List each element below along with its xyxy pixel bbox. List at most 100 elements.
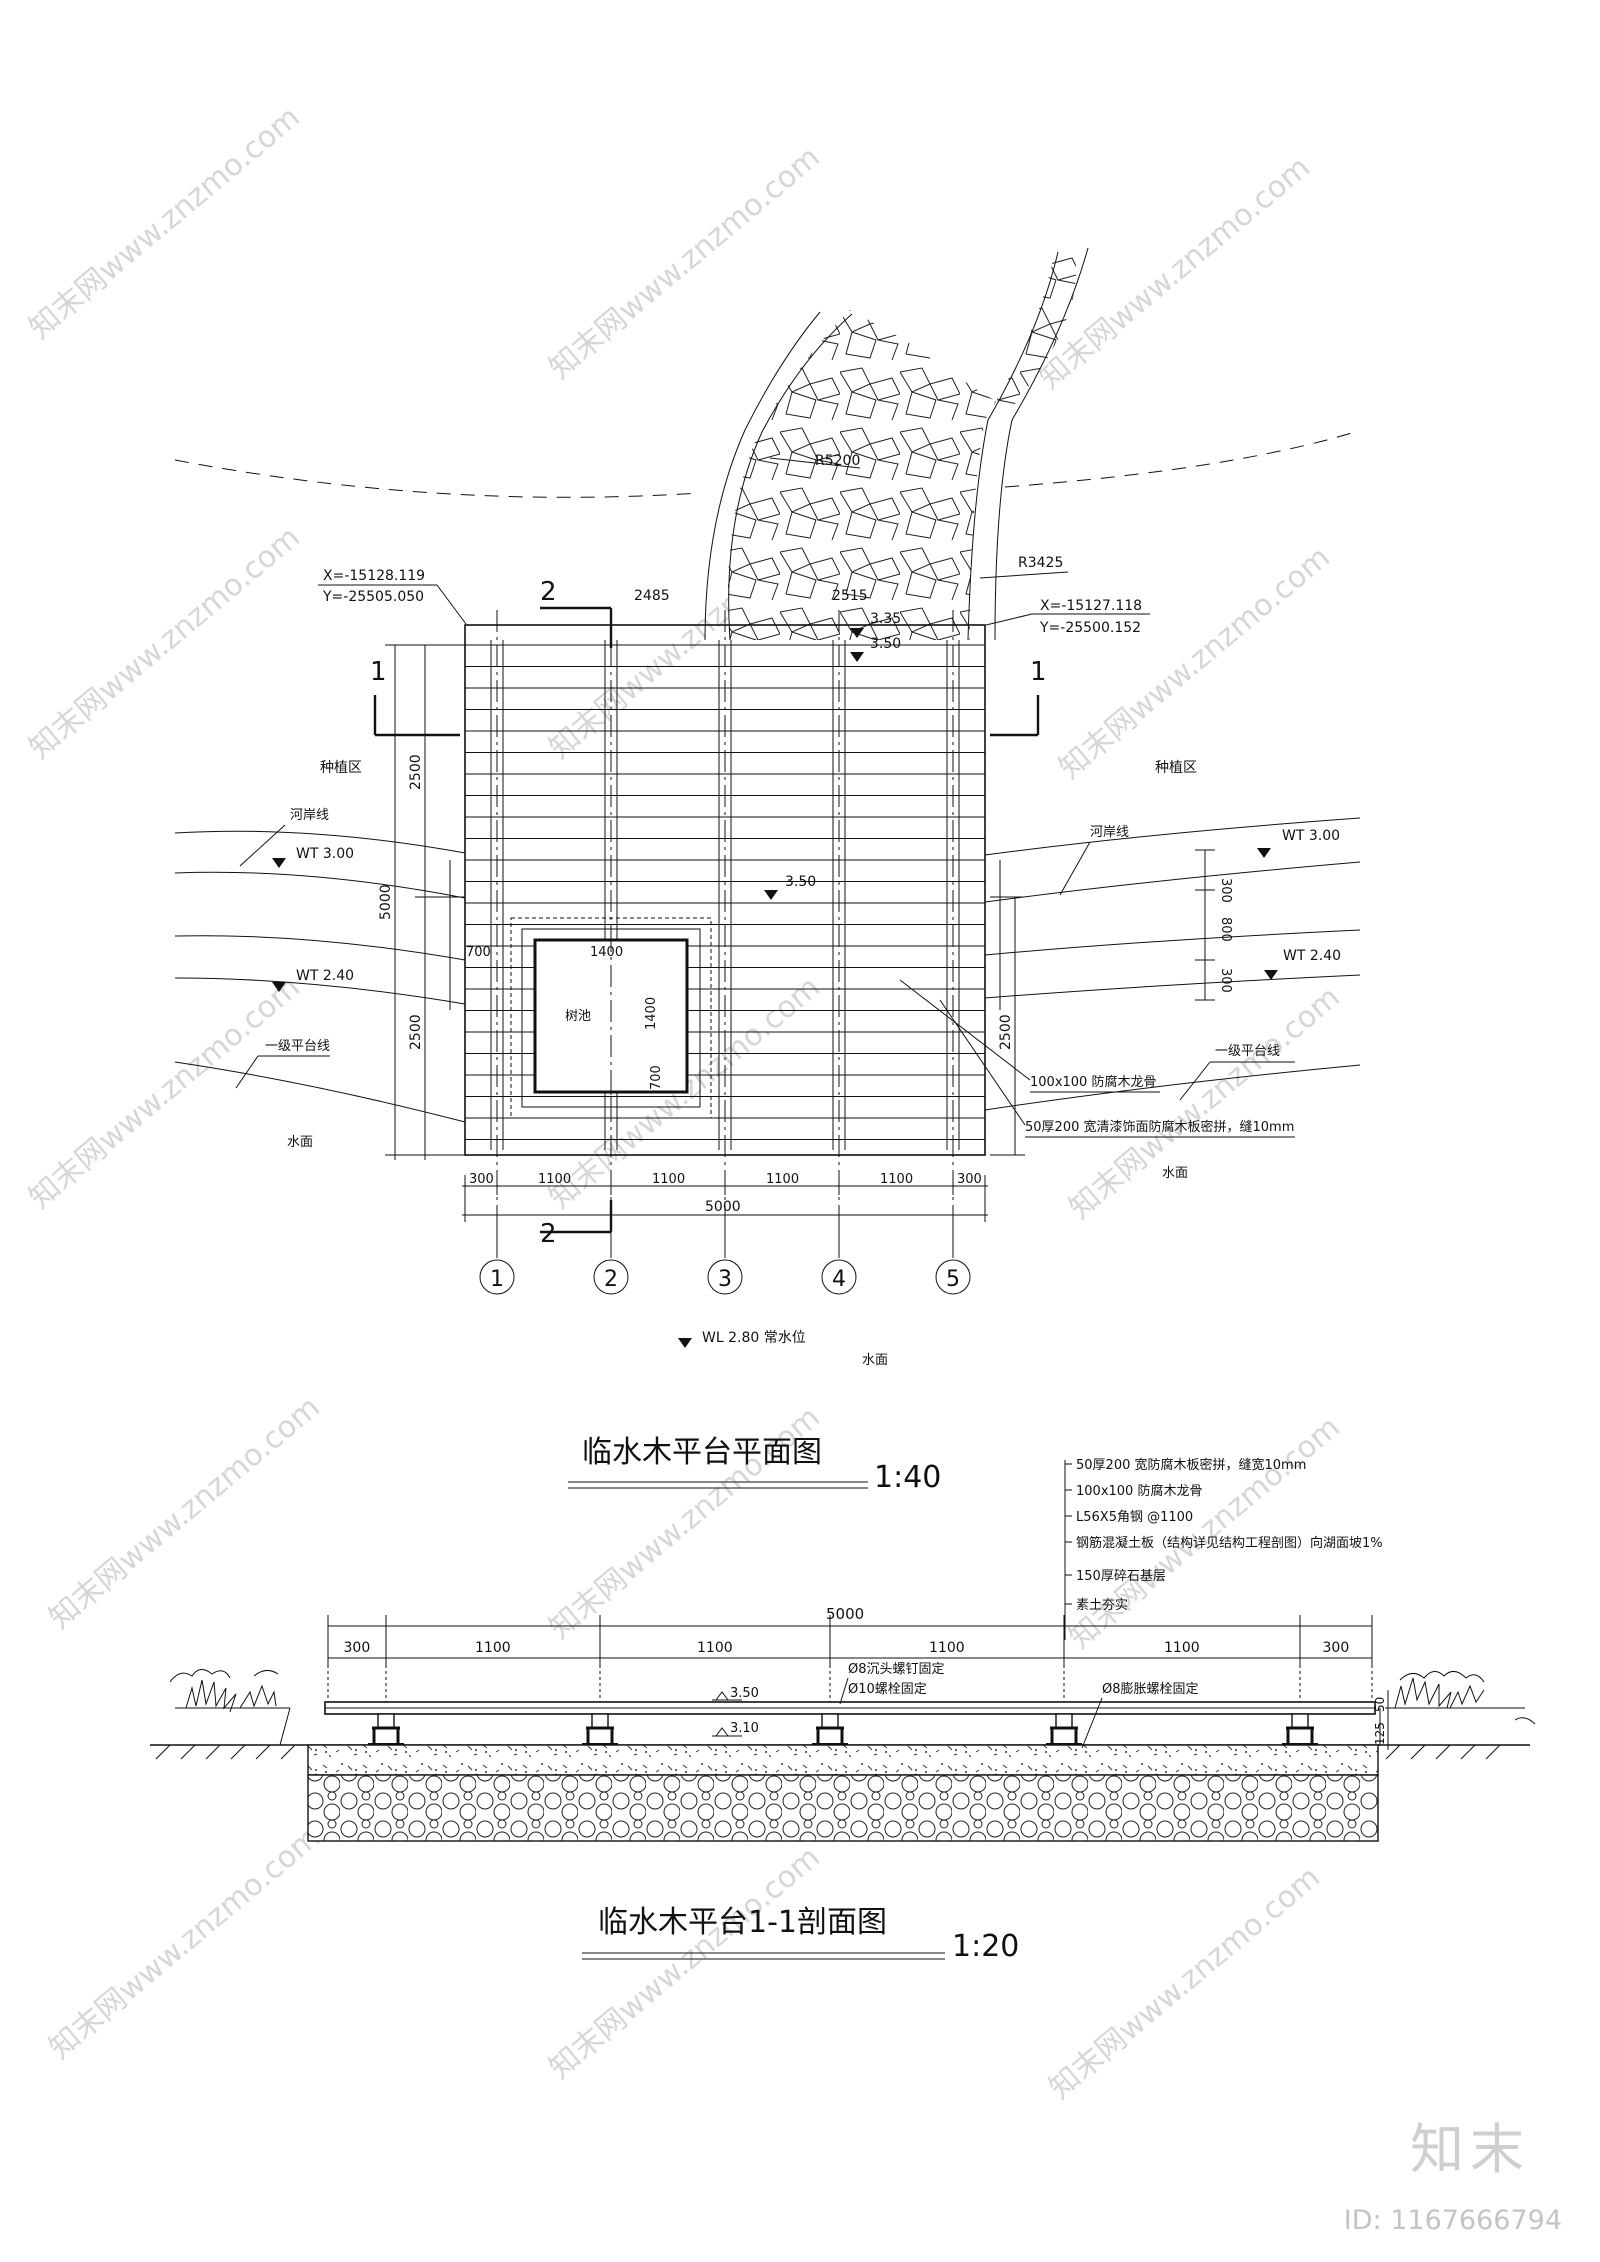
watermark-text-14: 知末网www.znzmo.com <box>1043 1860 1327 2106</box>
plan-bottom-dim-2: 1100 <box>652 1172 685 1187</box>
wt-label-right-2: WT 2.40 <box>1283 948 1341 964</box>
section-note-4: 150厚碎石基层 <box>1076 1569 1166 1584</box>
section-note-5: 素土夯实 <box>1076 1598 1128 1613</box>
watermark-text-9: 知末网www.znzmo.com <box>43 1390 327 1636</box>
dim-right-300-bottom: 300 <box>1218 968 1233 993</box>
tree-pool-frame <box>521 928 701 1108</box>
section-view: 50厚200 宽防腐木板密拼，缝宽10mm 100x100 防腐木龙骨 L56X5角… <box>150 1457 1536 1964</box>
wt-label-right-3: WT 3.00 <box>1282 828 1340 844</box>
joist-support-1 <box>582 1713 618 1745</box>
axis-bubble-3 <box>707 1259 743 1295</box>
axis-bubble-2 <box>593 1259 629 1295</box>
water-label-right: 水面 <box>1162 1166 1188 1181</box>
riverbank-label-left: 河岸线 <box>290 808 329 823</box>
dim-left-5000: 5000 <box>378 884 394 920</box>
right-dimensions: 2500 300 800 300 <box>990 849 1233 1156</box>
zone-label-right: 种植区 <box>1155 760 1197 776</box>
section-dim-0: 300 <box>344 1640 371 1656</box>
riverbank-right-1 <box>984 817 1361 856</box>
section-dim-4: 1100 <box>1164 1640 1200 1656</box>
riverbank-right-5 <box>984 1064 1361 1111</box>
riverbank-right-3 <box>984 929 1361 956</box>
gravel-base <box>307 1774 1379 1842</box>
section-title: 临水木平台1-1剖面图 <box>598 1905 887 1940</box>
dim-left-2500-top: 2500 <box>408 754 424 790</box>
plan-bottom-total: 5000 <box>705 1199 741 1215</box>
section-note-1: 100x100 防腐木龙骨 <box>1076 1483 1202 1499</box>
section-marker-2-bottom: 2 <box>540 1200 613 1249</box>
section-note-0: 50厚200 宽防腐木板密拼，缝宽10mm <box>1076 1457 1306 1473</box>
section-notes: 50厚200 宽防腐木板密拼，缝宽10mm 100x100 防腐木龙骨 L56X5角… <box>1065 1457 1383 1613</box>
axis-lines <box>496 610 954 1255</box>
section-mark-1-right: 1 <box>1030 657 1047 687</box>
section-scale: 1:20 <box>952 1929 1019 1964</box>
wt-label-left-2: WT 2.40 <box>296 968 354 984</box>
section-elev-3-50: 3.50 <box>730 1686 759 1701</box>
axis-bubble-1 <box>479 1259 515 1295</box>
watermark-id: ID: 1167666794 <box>1343 2205 1562 2236</box>
riverbank-right-4 <box>984 974 1361 999</box>
riverbank-right-2 <box>984 861 1361 903</box>
section-mark-1-left: 1 <box>370 657 387 687</box>
joist-note: 100x100 防腐木龙骨 <box>1030 1074 1156 1090</box>
axis-label-5: 5 <box>946 1267 960 1292</box>
section-dim-3: 1100 <box>929 1640 965 1656</box>
plan-bottom-dim-5: 300 <box>957 1172 982 1187</box>
elevation-marker-3-50-center <box>764 890 778 900</box>
shrub-left <box>169 1669 290 1713</box>
watermark-text-6: 知末网www.znzmo.com <box>23 970 307 1216</box>
section-total-dim: 5000 <box>826 1605 864 1623</box>
tree-pool-label: 树池 <box>565 1009 591 1024</box>
watermark-text-5: 知末网www.znzmo.com <box>1053 540 1337 786</box>
coord-right-y: Y=-25500.152 <box>1039 620 1141 636</box>
shrub-right <box>1385 1671 1536 1725</box>
axis-label-3: 3 <box>718 1267 732 1292</box>
wt-marker-left-2 <box>272 982 286 992</box>
water-level-marker <box>678 1338 692 1348</box>
section-note-3: 钢筋混凝土板（结构详见结构工程剖图）向湖面坡1% <box>1076 1535 1383 1551</box>
path-edge-left-outer <box>704 311 821 641</box>
platform-line-label-right: 一级平台线 <box>1215 1044 1280 1059</box>
dim-right-300-top: 300 <box>1218 878 1233 903</box>
section-elev-3-10: 3.10 <box>730 1721 759 1736</box>
board-note: 50厚200 宽清漆饰面防腐木板密拼，缝10mm <box>1025 1119 1294 1135</box>
section-note-2: L56X5角钢 @1100 <box>1076 1510 1193 1525</box>
water-label-left: 水面 <box>287 1135 313 1150</box>
section-elev-marker-3-10 <box>712 1727 742 1737</box>
zone-label-left: 种植区 <box>320 760 362 776</box>
watermark-brand: 知末 <box>1410 2118 1530 2181</box>
radius-outer-label: R3425 <box>1018 555 1063 571</box>
section-dim-50: 50 <box>1373 1697 1387 1712</box>
path-edge-right-outer <box>994 247 1089 641</box>
water-level-label: WL 2.80 常水位 <box>702 1330 806 1346</box>
joist-supports <box>368 1713 1318 1745</box>
elevation-marker-3-50-top <box>850 652 864 662</box>
plan-title: 临水木平台平面图 <box>582 1435 822 1470</box>
elevation-3-35: 3.35 <box>870 611 901 627</box>
axis-bubble-4 <box>821 1259 857 1295</box>
joist-support-3 <box>1046 1713 1082 1745</box>
riverbank-left-2 <box>174 871 466 899</box>
axis-label-4: 4 <box>832 1267 846 1292</box>
elevation-3-50-top: 3.50 <box>870 636 901 652</box>
wt-marker-right-3 <box>1257 848 1271 858</box>
section-mark-2-bottom: 2 <box>540 1219 557 1249</box>
plan-bottom-dim-3: 1100 <box>766 1172 799 1187</box>
anchor-note-1: Ø8沉头螺钉固定 <box>848 1662 945 1677</box>
wt-label-left-3: WT 3.00 <box>296 846 354 862</box>
anchor-note-2: Ø10螺栓固定 <box>848 1682 927 1697</box>
dim-right-800: 800 <box>1218 917 1233 942</box>
platform-line-label-left: 一级平台线 <box>265 1039 330 1054</box>
path-edge-left-inner <box>728 313 853 641</box>
plan-bottom-dim-4: 1100 <box>880 1172 913 1187</box>
wt-marker-left-3 <box>272 858 286 868</box>
dim-pool-700-left: 700 <box>466 945 491 960</box>
axis-bubble-5 <box>935 1259 971 1295</box>
riverbank-left-3 <box>174 935 466 961</box>
watermark-text-1: 知末网www.znzmo.com <box>543 140 827 386</box>
riverbank-left-5 <box>174 1061 466 1123</box>
concrete-slab <box>307 1744 1379 1776</box>
